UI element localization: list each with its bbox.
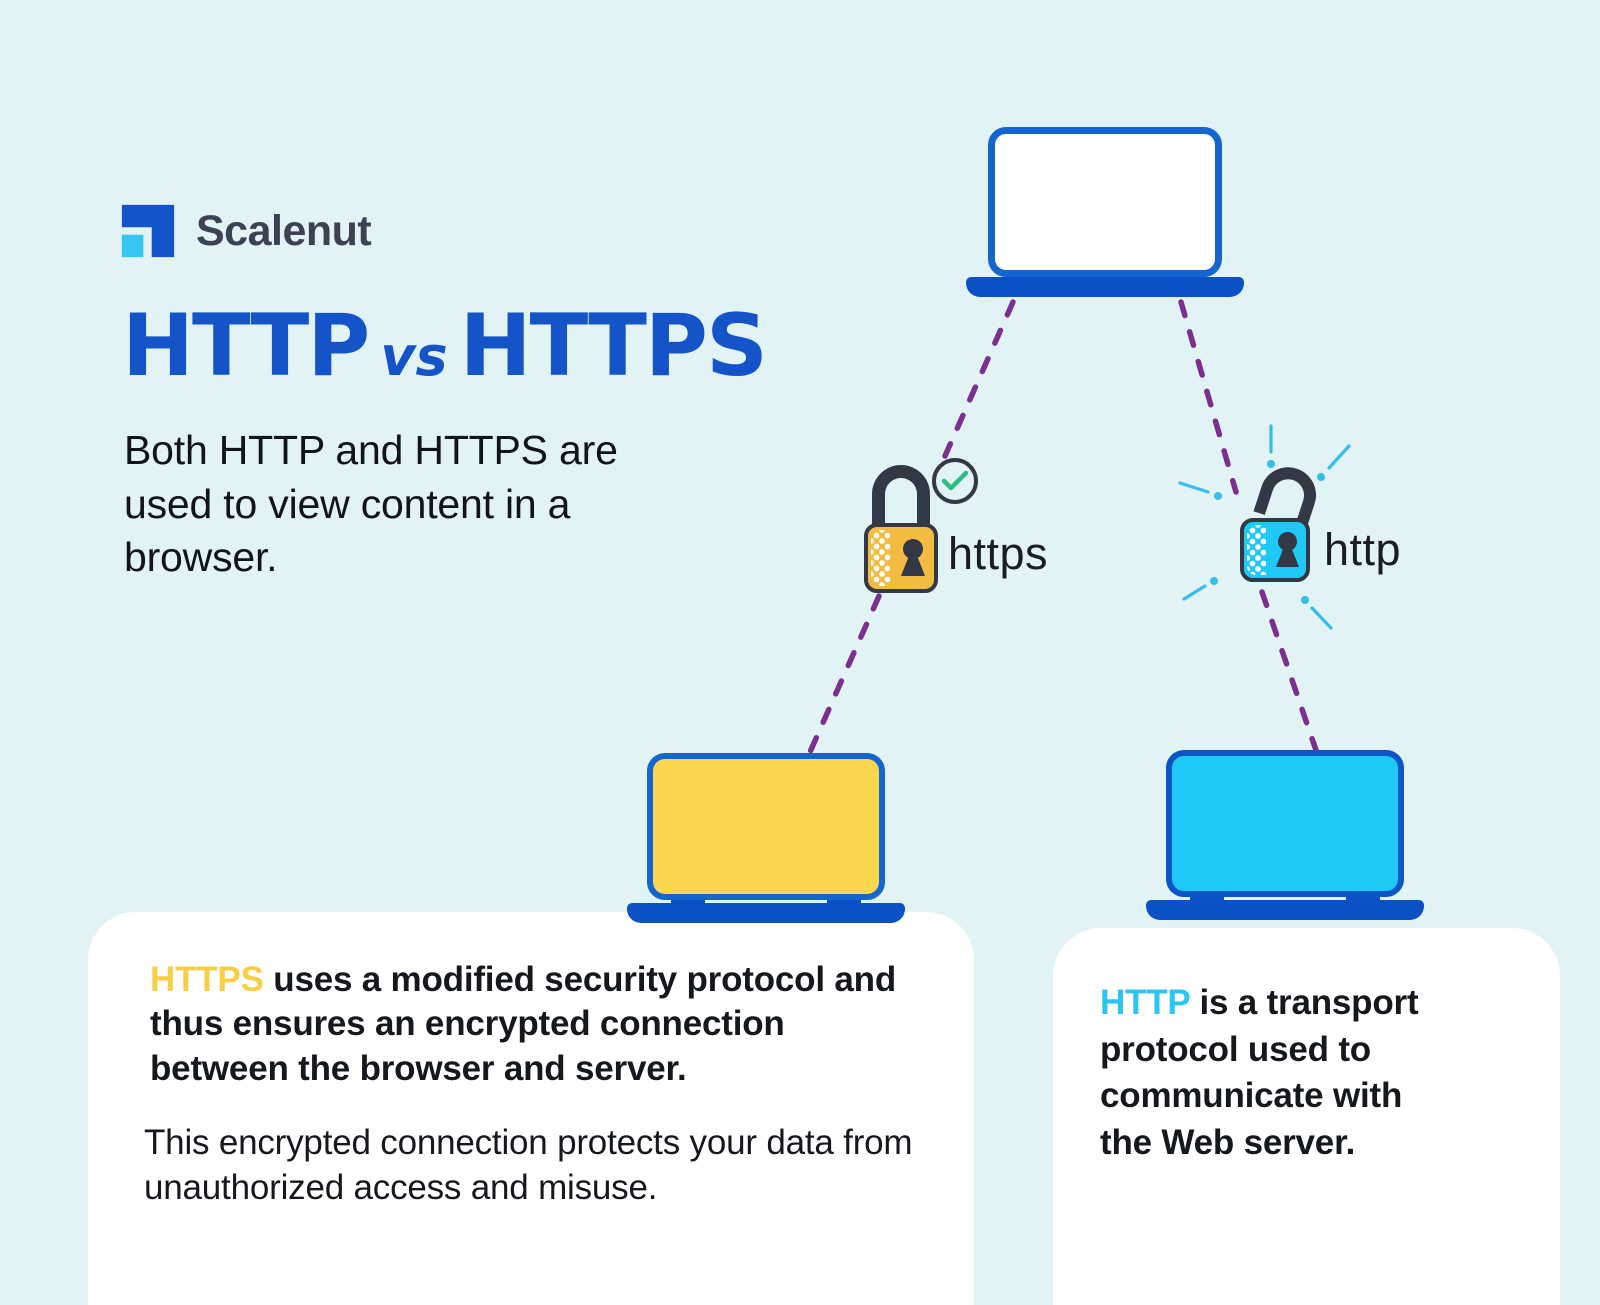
scalenut-logo-icon (121, 204, 175, 258)
check-icon (942, 470, 968, 491)
laptop-base (1146, 900, 1424, 920)
https-highlight: HTTPS (150, 960, 264, 999)
http-card-text: is a transport protocol used to communic… (1100, 983, 1419, 1162)
keyhole-stem (1276, 546, 1299, 567)
http-lock-icon (1238, 459, 1398, 599)
lock-shackle-closed (872, 465, 930, 529)
https-label: https (948, 528, 1049, 579)
http-card-paragraph: HTTP is a transport protocol used to com… (1100, 980, 1462, 1166)
keyhole-icon (903, 539, 923, 559)
secure-check-badge (932, 458, 978, 504)
lock-body (1240, 518, 1310, 582)
dashed-line-browser-to-https (942, 299, 1016, 459)
laptop-base (966, 277, 1244, 297)
https-card-paragraph-1: HTTPS uses a modified security protocol … (150, 958, 930, 1091)
laptop-base (627, 903, 905, 923)
scalenut-logo: Scalenut (120, 203, 372, 259)
browser-laptop-icon (966, 127, 1244, 297)
https-lock-icon (864, 458, 1024, 600)
intro-text: Both HTTP and HTTPS are used to view con… (124, 427, 618, 581)
http-laptop-icon (1146, 750, 1424, 920)
https-card: HTTPS uses a modified security protocol … (88, 912, 974, 1305)
http-card: HTTP is a transport protocol used to com… (1053, 928, 1560, 1305)
https-card-text: uses a modified security protocol and th… (150, 960, 896, 1088)
keyhole-stem (901, 554, 925, 576)
dashed-line-browser-to-http (1178, 299, 1239, 495)
brand-name: Scalenut (196, 206, 372, 255)
lock-texture (1247, 525, 1266, 575)
lock-texture (871, 530, 890, 586)
dashed-line-http-to-server (1259, 589, 1321, 759)
laptop-screen (1166, 750, 1404, 897)
title-http: HTTP (122, 296, 370, 396)
laptop-screen (647, 753, 885, 900)
dashed-line-https-to-server (807, 593, 882, 755)
keyhole-icon (1278, 532, 1297, 551)
https-card-paragraph-2: This encrypted connection protects your … (144, 1123, 913, 1207)
title-https: HTTPS (459, 296, 768, 396)
lock-body (864, 523, 938, 593)
title-vs: vs (380, 325, 448, 388)
http-label: http (1324, 524, 1402, 575)
laptop-screen (988, 127, 1222, 277)
https-laptop-icon (627, 753, 905, 923)
http-highlight: HTTP (1100, 983, 1190, 1022)
